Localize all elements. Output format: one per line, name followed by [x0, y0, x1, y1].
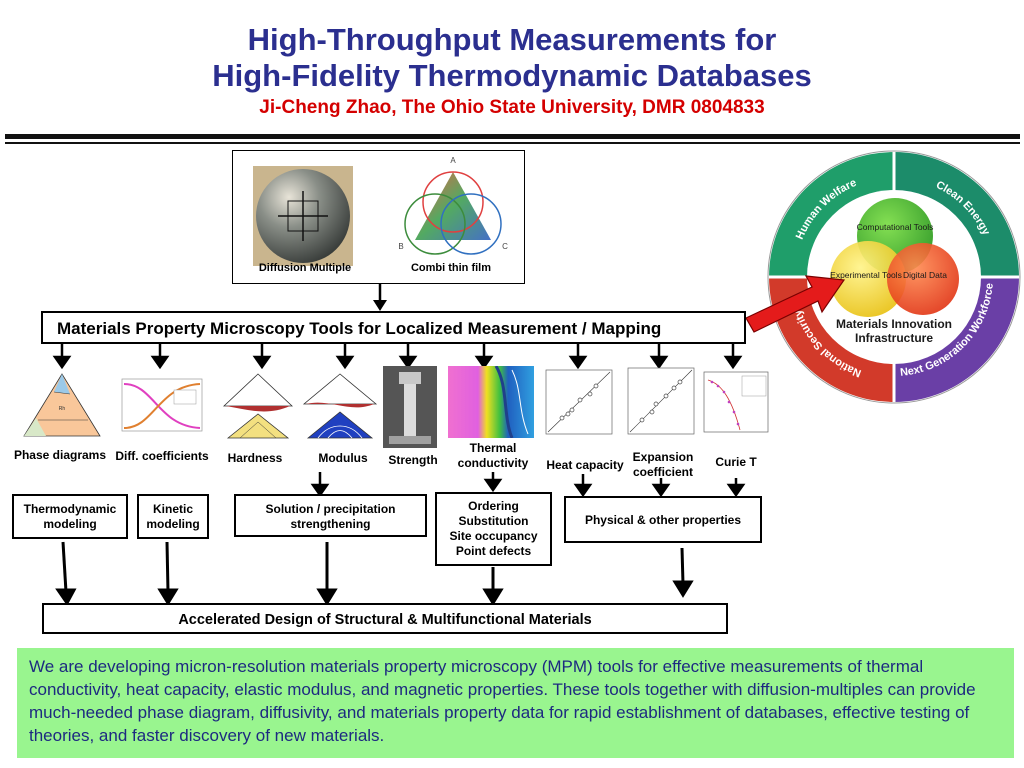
summary-panel: We are developing micron-resolution mate…	[17, 648, 1014, 758]
thermal-conductivity-thumbnail	[448, 366, 534, 438]
subtitle: Ji-Cheng Zhao, The Ohio State University…	[259, 97, 765, 118]
heat-capacity-thumbnail	[545, 369, 613, 435]
property-expansion-coefficient: Expansion coefficient	[632, 450, 694, 479]
mpm-output-arrows	[52, 343, 743, 369]
diffusion-multiple-photo	[253, 166, 353, 266]
ordering-label: Ordering	[468, 499, 519, 513]
property-hardness: Hardness	[227, 451, 283, 465]
strength-thumbnail	[383, 366, 437, 448]
site-occupancy-label: Site occupancy	[449, 529, 538, 543]
property-curie-t: Curie T	[715, 455, 757, 469]
curie-t-thumbnail	[703, 371, 769, 433]
diffusion-multiple-label: Diffusion Multiple	[258, 262, 352, 274]
property-diff-coefficients: Diff. coefficients	[115, 449, 209, 463]
point-defects-label: Point defects	[455, 544, 532, 558]
vertex-label-a: A	[450, 156, 456, 165]
hardness-thumbnail	[222, 373, 294, 439]
svg-text:Rh: Rh	[59, 406, 66, 412]
arrow-sample-to-mpm	[373, 284, 387, 311]
accelerated-design-box: Accelerated Design of Structural & Multi…	[42, 603, 728, 634]
property-phase-diagrams: Phase diagrams	[13, 448, 107, 462]
ordering-box: Ordering Substitution Site occupancy Poi…	[435, 492, 552, 566]
red-pointer-arrow	[745, 275, 846, 333]
physical-properties-label: Physical & other properties	[584, 513, 742, 527]
sample-panel: Diffusion Multiple A B C Combi thin film	[232, 150, 525, 284]
vertex-label-c: C	[502, 242, 508, 251]
digital-data-label: Digital Data	[903, 270, 947, 280]
vertex-label-b: B	[398, 242, 403, 251]
kinetic-modeling-box: Kinetic modeling	[137, 494, 209, 539]
mpm-tools-box: Materials Property Microscopy Tools for …	[41, 311, 746, 344]
solution-strengthening-box: Solution / precipitation strengthening	[234, 494, 427, 537]
header-rule-thick	[5, 134, 1020, 139]
title-line-1: High-Throughput Measurements for	[247, 22, 777, 57]
property-to-model-arrows	[310, 472, 746, 498]
property-heat-capacity: Heat capacity	[546, 458, 624, 472]
circle-experimental-tools	[830, 241, 906, 317]
property-strength: Strength	[388, 453, 438, 467]
title-line-2: High-Fidelity Thermodynamic Databases	[212, 58, 812, 93]
header-rule-thin	[5, 142, 1020, 144]
substitution-label: Substitution	[458, 514, 529, 528]
property-thermal-conductivity: Thermal conductivity	[457, 441, 529, 470]
solution-strengthening-label: Solution / precipitation strengthening	[265, 502, 396, 531]
mii-ring-diagram: Human Welfare Clean Energy National Secu…	[767, 150, 1021, 404]
diff-coefficients-thumbnail	[121, 378, 203, 432]
modulus-thumbnail	[302, 373, 378, 439]
model-to-design-arrows	[55, 541, 694, 606]
circle-digital-data	[887, 243, 959, 315]
mii-center-line-2: Infrastructure	[855, 331, 933, 345]
phase-diagram-thumbnail: Rh	[23, 373, 101, 437]
mii-center-line-1: Materials Innovation	[836, 317, 952, 331]
combi-thin-film-diagram: A B C	[398, 156, 508, 255]
kinetic-modeling-label: Kinetic modeling	[146, 502, 200, 531]
physical-properties-box: Physical & other properties	[564, 496, 762, 543]
thermodynamic-modeling-box: Thermodynamic modeling	[12, 494, 128, 539]
thermodynamic-modeling-label: Thermodynamic modeling	[23, 502, 117, 531]
computational-tools-label: Computational Tools	[857, 222, 934, 232]
expansion-coefficient-thumbnail	[627, 367, 695, 435]
mpm-tools-label: Materials Property Microscopy Tools for …	[57, 319, 662, 338]
accelerated-design-label: Accelerated Design of Structural & Multi…	[178, 612, 592, 628]
combi-thin-film-label: Combi thin film	[410, 262, 492, 274]
property-modulus: Modulus	[318, 451, 368, 465]
experimental-tools-label: Experimental Tools	[830, 270, 902, 280]
